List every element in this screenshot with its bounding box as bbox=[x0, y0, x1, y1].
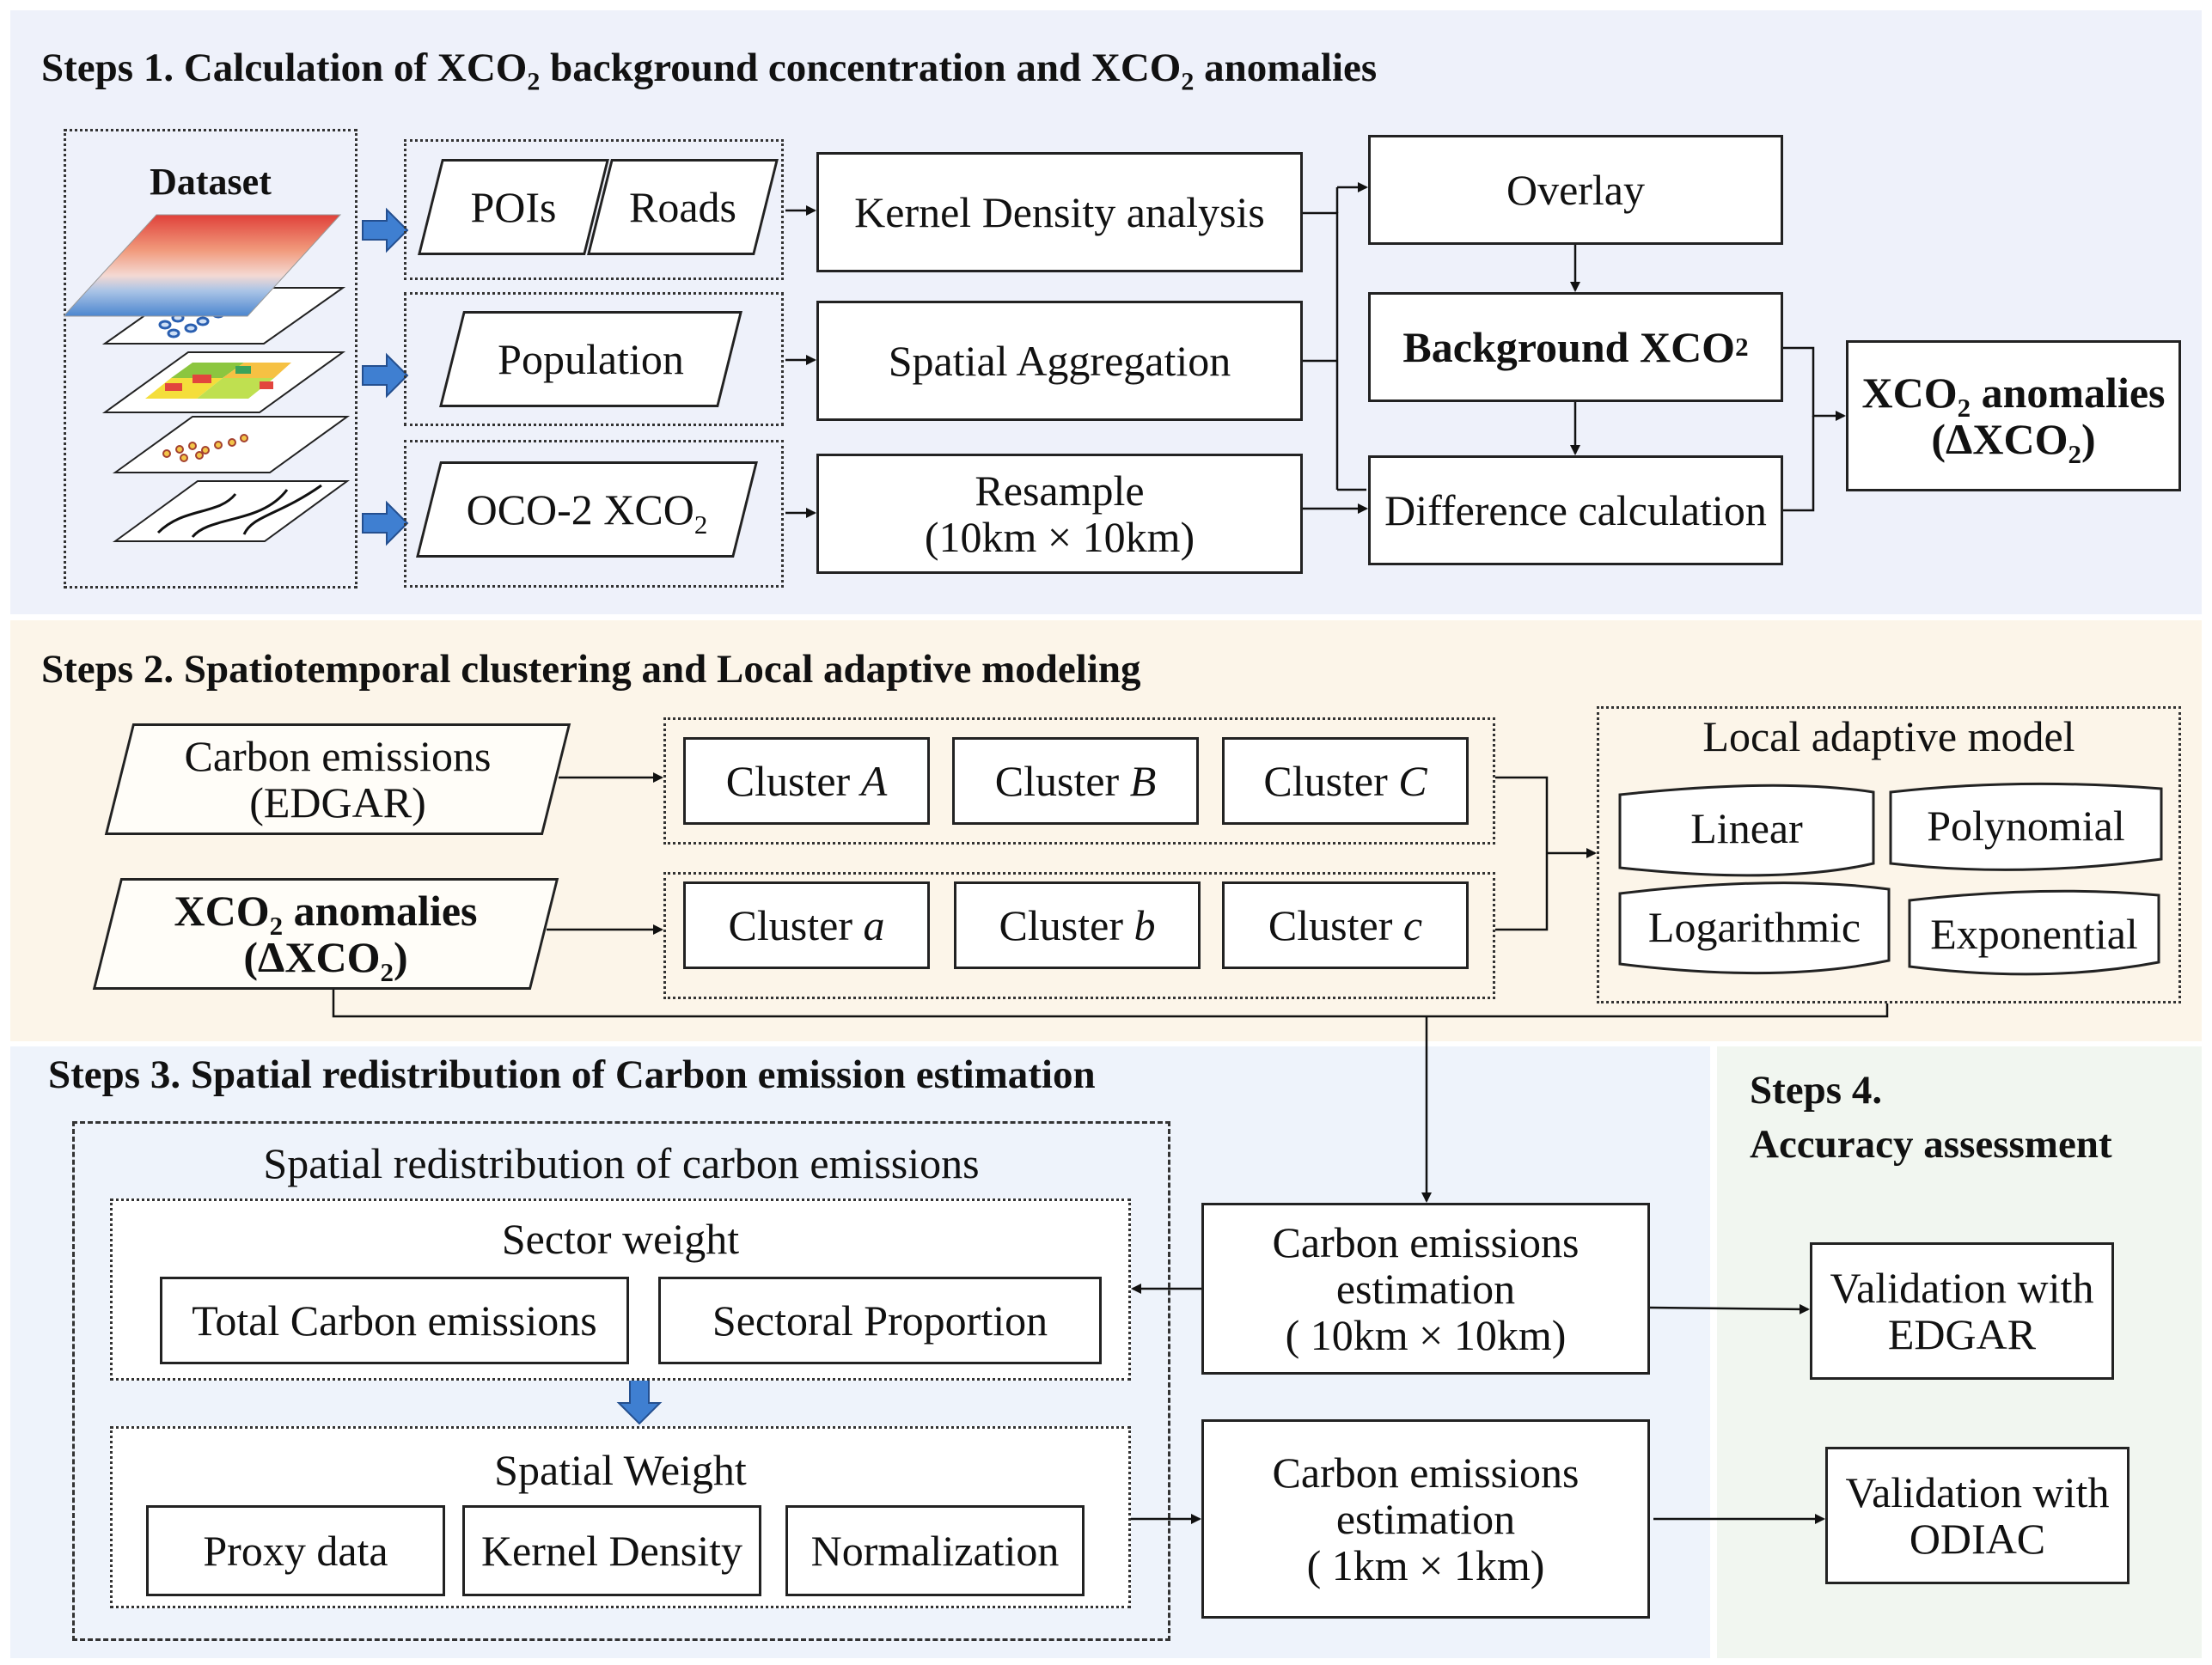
cluster-upper-group bbox=[663, 717, 1495, 845]
oco2-xco2-box: OCO-2 XCO2 bbox=[416, 461, 758, 558]
normalization-box: Normalization bbox=[785, 1505, 1085, 1596]
xco2-anomalies-box: XCO2 anomalies (ΔXCO2) bbox=[1846, 340, 2181, 491]
heatmap-layer bbox=[64, 214, 342, 317]
step3-title: Steps 3. Spatial redistribution of Carbo… bbox=[48, 1052, 1096, 1097]
spatial-aggregation-box: Spatial Aggregation bbox=[816, 301, 1303, 421]
population-box: Population bbox=[439, 311, 742, 407]
kernel-density-analysis-box: Kernel Density analysis bbox=[816, 152, 1303, 272]
carbon-emissions-edgar-box: Carbon emissions(EDGAR) bbox=[104, 723, 571, 835]
step4-title-line1: Steps 4. bbox=[1750, 1068, 1883, 1113]
model-linear: Linear bbox=[1690, 804, 1803, 852]
difference-calculation-box: Difference calculation bbox=[1368, 455, 1783, 565]
total-carbon-emissions-box: Total Carbon emissions bbox=[160, 1277, 629, 1364]
xco2-anomalies-input-box: XCO2 anomalies (ΔXCO2) bbox=[92, 878, 559, 990]
sector-weight-label: Sector weight bbox=[501, 1215, 740, 1263]
cluster-A-box: Cluster A bbox=[683, 737, 930, 825]
dataset-group bbox=[64, 129, 357, 589]
proxy-data-box: Proxy data bbox=[146, 1505, 445, 1596]
cluster-c-box: Cluster c bbox=[1222, 881, 1469, 969]
model-exponential: Exponential bbox=[1930, 910, 2138, 958]
spatial-redistribution-group bbox=[72, 1121, 1170, 1641]
cluster-a-box: Cluster a bbox=[683, 881, 930, 969]
pois-box: POIs bbox=[418, 159, 609, 255]
dataset-label: Dataset bbox=[150, 161, 272, 203]
roads-box: Roads bbox=[587, 159, 779, 255]
step1-title: Steps 1. Calculation of XCO2 background … bbox=[41, 46, 1378, 96]
step4-title-line2: Accuracy assessment bbox=[1750, 1122, 2112, 1167]
model-logarithmic: Logarithmic bbox=[1647, 903, 1861, 951]
local-adaptive-model-label: Local adaptive model bbox=[1702, 712, 2075, 760]
population-group bbox=[404, 292, 784, 426]
spatial-weight-label: Spatial Weight bbox=[494, 1446, 747, 1494]
cluster-B-box: Cluster B bbox=[952, 737, 1199, 825]
cluster-C-box: Cluster C bbox=[1222, 737, 1469, 825]
spatial-redistribution-label: Spatial redistribution of carbon emissio… bbox=[263, 1139, 980, 1187]
kernel-density-box: Kernel Density bbox=[462, 1505, 761, 1596]
cluster-b-box: Cluster b bbox=[954, 881, 1201, 969]
oco2-group bbox=[404, 440, 784, 588]
sectoral-proportion-box: Sectoral Proportion bbox=[658, 1277, 1102, 1364]
dataset-layers-illustration bbox=[64, 214, 351, 542]
model-polynomial: Polynomial bbox=[1927, 802, 2125, 850]
local-adaptive-model-group bbox=[1597, 706, 2181, 1003]
resample-box: Resample(10km × 10km) bbox=[816, 454, 1303, 574]
step2-title: Steps 2. Spatiotemporal clustering and L… bbox=[41, 647, 1141, 692]
roads-layer bbox=[112, 480, 351, 542]
pois-roads-group bbox=[404, 139, 784, 280]
overlay-box: Overlay bbox=[1368, 135, 1783, 245]
